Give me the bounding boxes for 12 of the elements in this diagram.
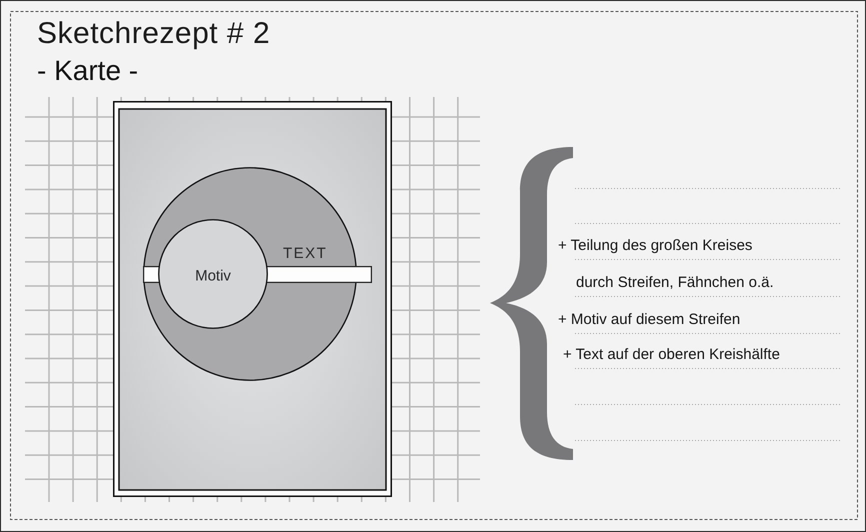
small-circle: [158, 219, 268, 329]
curly-brace: [490, 147, 573, 460]
note-text: + Motiv auf diesem Streifen: [558, 311, 740, 329]
circle-label: TEXT: [283, 245, 328, 262]
card: [113, 101, 392, 497]
large-circle: [143, 167, 357, 381]
circle-label: Motiv: [195, 267, 231, 285]
note-text: + Teilung des großen Kreises: [558, 237, 752, 255]
note-text: + Text auf der oberen Kreishälfte: [563, 346, 780, 364]
note-text: durch Streifen, Fähnchen o.ä.: [576, 274, 774, 292]
subtitle: - Karte -: [37, 55, 138, 88]
title: Sketchrezept # 2: [37, 17, 270, 52]
